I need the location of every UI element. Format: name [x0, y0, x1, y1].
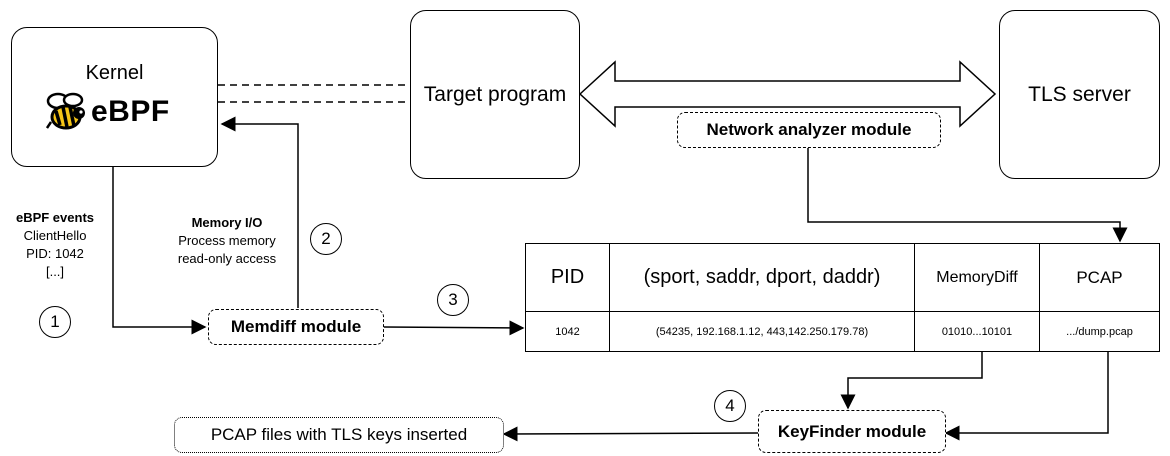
memdiff-module: Memdiff module: [208, 309, 384, 345]
cell-pid: 1042: [525, 311, 610, 352]
memory-io-label: Memory I/O Process memory read-only acce…: [160, 214, 294, 268]
memdiff-to-table-arrow: [383, 320, 525, 336]
network-analyzer-label: Network analyzer module: [706, 120, 912, 139]
memory-io-line: Process memory: [178, 233, 276, 248]
keyfinder-module: KeyFinder module: [758, 410, 946, 453]
memdiff-label: Memdiff module: [230, 317, 362, 336]
kernel-title: Kernel: [85, 62, 144, 84]
output-label: PCAP files with TLS keys inserted: [210, 425, 468, 444]
cell-pcap: .../dump.pcap: [1039, 311, 1160, 352]
bee-icon: [46, 92, 85, 130]
ebpf-events-line: [...]: [45, 264, 65, 279]
ebpf-events-heading: eBPF events: [15, 210, 95, 225]
step-4-badge: 4: [714, 390, 746, 422]
column-header-memorydiff: MemoryDiff: [914, 243, 1040, 312]
memory-io-heading: Memory I/O: [191, 215, 263, 230]
network-analyzer-module: Network analyzer module: [677, 112, 941, 148]
tls-server-label: TLS server: [1028, 82, 1131, 106]
memory-io-line: read-only access: [177, 251, 277, 266]
memorydiff-to-keyfinder-arrow: [840, 352, 983, 410]
kernel-box: Kernel eBPF: [11, 27, 218, 167]
ebpf-events-line: ClientHello: [23, 228, 87, 243]
step-1-badge: 1: [39, 306, 71, 338]
table-row: 1042 (54235, 192.168.1.12, 443,142.250.1…: [525, 311, 1160, 352]
target-tls-double-arrow: [578, 60, 997, 128]
kernel-to-memdiff-arrow: [112, 167, 207, 335]
column-header-pid: PID: [525, 243, 610, 312]
pcap-to-keyfinder-arrow: [944, 352, 1109, 441]
step-2-badge: 2: [310, 223, 342, 255]
keyfinder-to-output-arrow: [502, 426, 759, 442]
table-header-row: PID (sport, saddr, dport, daddr) MemoryD…: [525, 243, 1160, 312]
target-program-label: Target program: [423, 82, 567, 106]
column-header-tuple: (sport, saddr, dport, daddr): [609, 243, 915, 312]
cell-tuple: (54235, 192.168.1.12, 443,142.250.179.78…: [609, 311, 915, 352]
step-3-badge: 3: [437, 284, 469, 316]
memdiff-to-kernel-arrow: [220, 116, 299, 308]
analyzer-to-pcap-arrow: [807, 147, 1128, 243]
ebpf-events-line: PID: 1042: [26, 246, 84, 261]
ebpf-events-label: eBPF events ClientHello PID: 1042 [...]: [0, 209, 110, 281]
target-program-box: Target program: [410, 10, 580, 179]
output-pcap-box: PCAP files with TLS keys inserted: [174, 417, 504, 453]
cell-memorydiff: 01010...10101: [914, 311, 1040, 352]
ebpf-logo: eBPF: [46, 92, 170, 132]
session-table: PID (sport, saddr, dport, daddr) MemoryD…: [525, 243, 1160, 352]
tls-server-box: TLS server: [999, 10, 1160, 179]
keyfinder-label: KeyFinder module: [777, 421, 927, 441]
ebpf-logo-text: eBPF: [91, 95, 170, 128]
column-header-pcap: PCAP: [1039, 243, 1160, 312]
